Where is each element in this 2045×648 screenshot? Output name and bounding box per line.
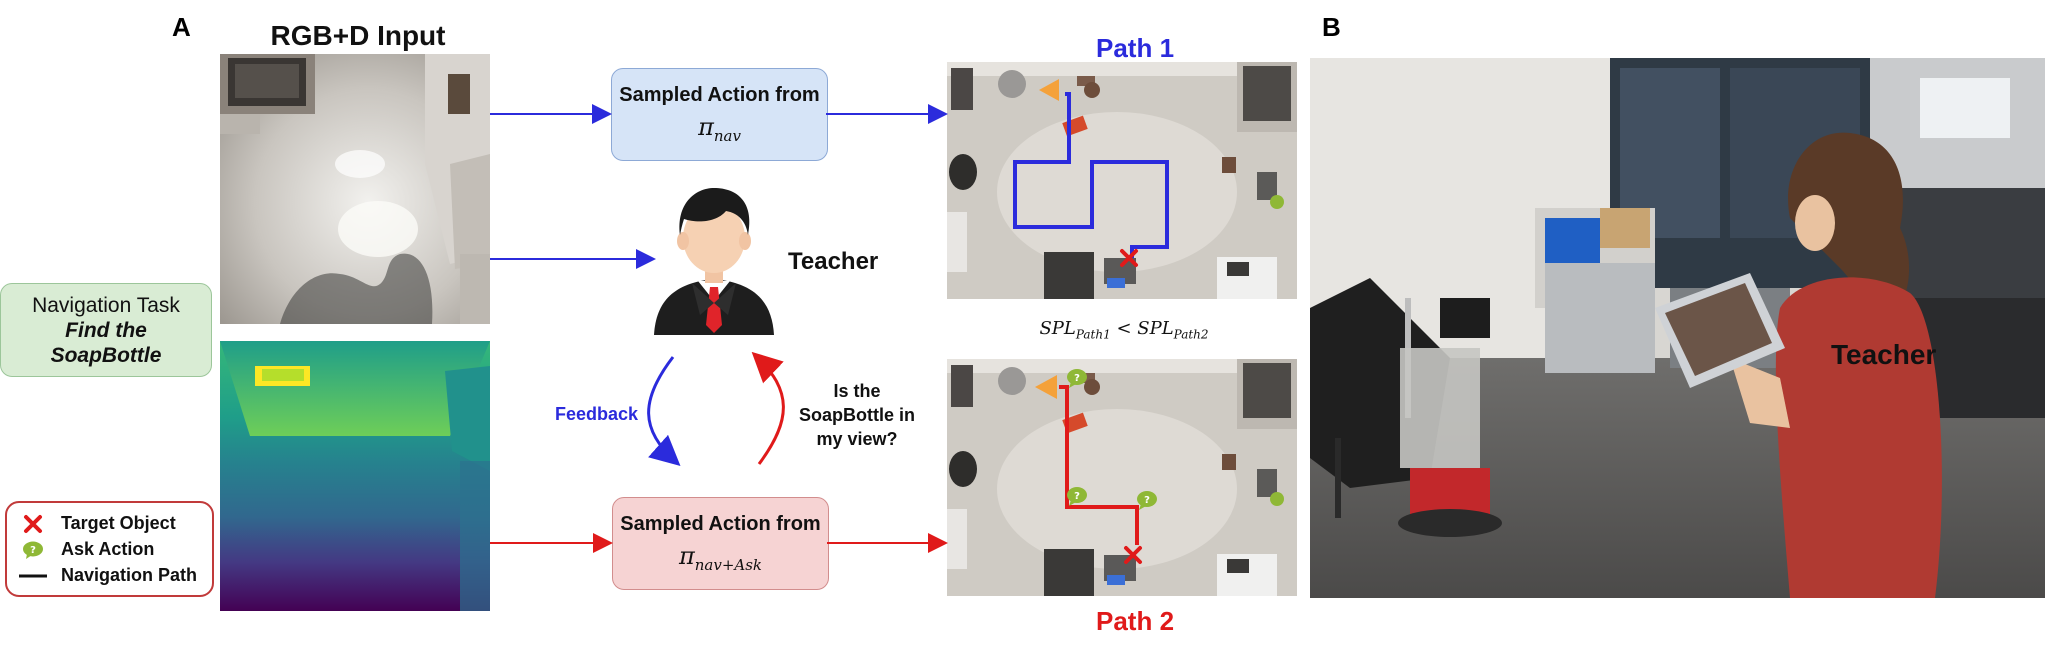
map-path-1	[947, 62, 1297, 299]
sampled-action-nav-box: Sampled Action from πnav	[611, 68, 828, 161]
ask-policy-symbol: πnav+Ask	[678, 542, 763, 574]
teacher-photo-label: Teacher	[1831, 339, 1937, 370]
task-line-2: Find the	[65, 318, 147, 342]
svg-text:?: ?	[1144, 495, 1150, 506]
legend-ask-action: ? Ask Action	[19, 539, 154, 560]
map-path-2: ? ? ?	[947, 359, 1297, 596]
ask-box-label: Sampled Action from	[620, 513, 821, 536]
teacher-label: Teacher	[788, 248, 879, 275]
task-line-3: SoapBottle	[50, 343, 162, 367]
question-text: Is the SoapBottle in my view?	[799, 381, 915, 449]
sampled-action-ask-box: Sampled Action from πnav+Ask	[612, 497, 829, 590]
panel-letter-a: A	[172, 12, 191, 42]
legend-box: Target Object ? Ask Action Navigation Pa…	[5, 501, 214, 597]
nav-box-label: Sampled Action from	[619, 84, 820, 107]
legend-navigation-path: Navigation Path	[19, 565, 197, 586]
legend-label-target: Target Object	[61, 513, 176, 533]
path-2-label: Path 2	[1096, 606, 1175, 636]
ask-bubble-icon: ?	[1067, 369, 1087, 388]
spl-comparison: SPLPath1 < SPLPath2	[1039, 318, 1209, 342]
svg-text:?: ?	[1074, 373, 1080, 384]
task-line-1: Navigation Task	[32, 293, 180, 317]
ask-bubble-icon: ?	[19, 541, 47, 559]
legend-label-path: Navigation Path	[61, 565, 198, 585]
teacher-robot-photo	[1310, 58, 2045, 598]
legend-label-ask: Ask Action	[61, 539, 155, 559]
black-line-icon	[19, 573, 47, 579]
svg-text:?: ?	[30, 545, 36, 556]
depth-image	[220, 341, 490, 611]
red-x-icon	[19, 514, 47, 534]
svg-text:?: ?	[1074, 491, 1080, 502]
rgbd-input-title: RGB+D Input	[270, 20, 446, 51]
rgb-image	[220, 54, 490, 324]
nav-policy-symbol: πnav	[698, 113, 741, 145]
navigation-task-box: Navigation Task Find the SoapBottle	[0, 283, 212, 377]
panel-letter-b: B	[1322, 12, 1341, 42]
teacher-avatar	[650, 183, 778, 335]
legend-target-object: Target Object	[19, 513, 176, 534]
path-1-label: Path 1	[1096, 33, 1175, 63]
feedback-label: Feedback	[555, 404, 639, 424]
